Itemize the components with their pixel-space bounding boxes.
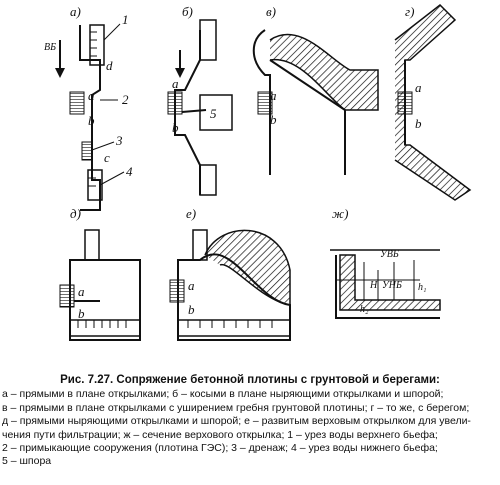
panel-label-v: в) bbox=[266, 4, 276, 19]
label-2: 2 bbox=[122, 92, 129, 107]
panel-label-b: б) bbox=[182, 4, 193, 19]
label-c: c bbox=[104, 150, 110, 165]
panel-g: г) a b bbox=[394, 4, 472, 201]
panel-zh: ж) УВБ УНБ H h₁ h₂ bbox=[330, 206, 441, 319]
caption-line: 5 – шпора bbox=[2, 455, 52, 468]
label-b-b: b bbox=[172, 120, 179, 135]
label-5: 5 bbox=[210, 106, 217, 121]
label-h1: h₁ bbox=[418, 282, 426, 293]
panel-v: в) a b bbox=[252, 4, 379, 175]
label-4: 4 bbox=[126, 164, 133, 179]
label-b-v: b bbox=[270, 112, 277, 127]
panel-b: б) a b 5 bbox=[167, 4, 233, 196]
label-h2: h₂ bbox=[360, 304, 369, 315]
label-b-e: b bbox=[188, 302, 195, 317]
label-a-v: a bbox=[270, 88, 277, 103]
label-3: 3 bbox=[115, 133, 123, 148]
label-uvb: УВБ bbox=[380, 249, 399, 260]
label-b: b bbox=[88, 113, 95, 128]
label-a-b: a bbox=[172, 76, 179, 91]
caption-line: д – прямыми ныряющими открылками и шпоро… bbox=[2, 415, 471, 428]
label-a-g: a bbox=[415, 80, 422, 95]
figure-caption: Рис. 7.27. Сопряжение бетонной плотины с… bbox=[2, 374, 498, 469]
label-vb: ВБ bbox=[44, 42, 56, 53]
caption-line: в – прямыми в плане открылками с уширени… bbox=[2, 401, 470, 414]
panel-a: а) ВБ d a b c 1 2 3 4 bbox=[44, 4, 133, 211]
label-b-d: b bbox=[78, 306, 85, 321]
panel-label-a: а) bbox=[70, 4, 81, 19]
label-d: d bbox=[106, 58, 113, 73]
panel-label-g: г) bbox=[405, 4, 414, 19]
caption-line: чения пути фильтрации; ж – сечение верхо… bbox=[2, 428, 438, 441]
caption-line: 2 – примыкающие сооружения (плотина ГЭС)… bbox=[2, 442, 438, 455]
label-a-d: a bbox=[78, 284, 85, 299]
figure-diagram: а) ВБ d a b c 1 2 3 4 б) bbox=[44, 4, 472, 341]
label-a: a bbox=[88, 88, 95, 103]
panel-label-e: е) bbox=[186, 206, 196, 221]
caption-title: Рис. 7.27. Сопряжение бетонной плотины с… bbox=[60, 374, 440, 386]
panel-label-zh: ж) bbox=[332, 206, 348, 221]
label-a-e: a bbox=[188, 278, 195, 293]
label-unb: УНБ bbox=[382, 280, 402, 291]
caption-line: а – прямыми в плане открылками; б – косы… bbox=[2, 388, 444, 401]
panel-label-d: д) bbox=[70, 206, 81, 221]
label-1: 1 bbox=[122, 12, 129, 27]
panel-e: е) a b bbox=[169, 206, 291, 341]
panel-d: д) a b bbox=[59, 206, 141, 341]
label-b-g: b bbox=[415, 116, 422, 131]
label-h: H bbox=[369, 280, 378, 291]
